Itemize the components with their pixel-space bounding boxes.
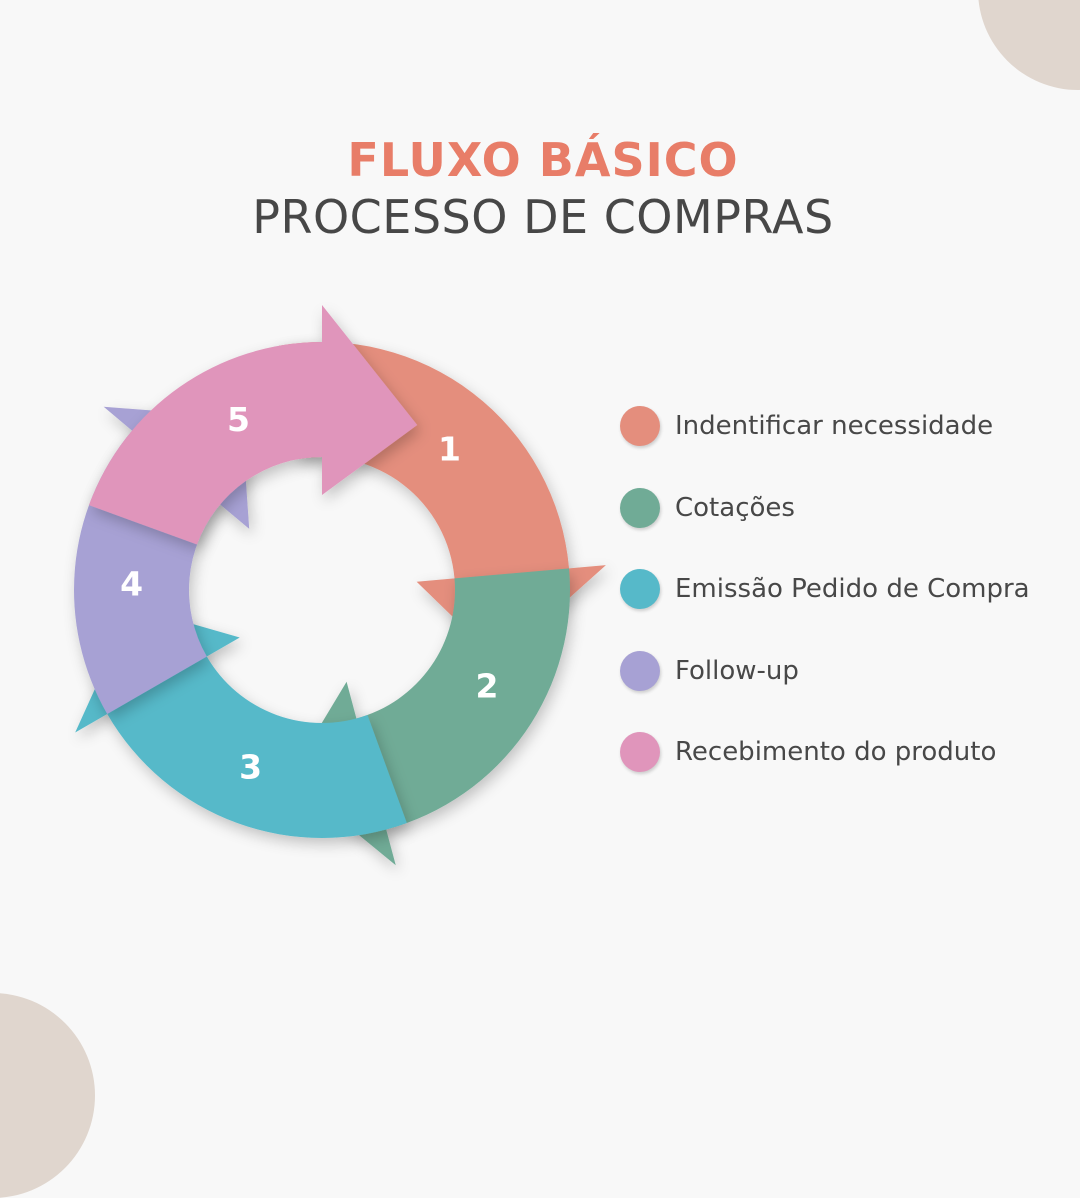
legend-item-4: Follow-up (620, 650, 1030, 691)
legend: Indentificar necessidade Cotações Emissã… (620, 406, 1030, 814)
cycle-arrow-5 (88, 305, 418, 545)
legend-item-5: Recebimento do produto (620, 732, 1030, 772)
legend-label: Emissão Pedido de Compra (675, 574, 1030, 604)
legend-dot-4 (620, 650, 660, 691)
legend-label: Recebimento do produto (675, 737, 997, 767)
step-number-3: 3 (239, 748, 262, 787)
step-number-1: 1 (438, 429, 461, 468)
legend-item-2: Cotações (620, 487, 1030, 528)
legend-label: Cotações (675, 492, 795, 523)
legend-dot-5 (620, 732, 660, 772)
legend-label: Indentificar necessidade (675, 411, 994, 441)
step-number-4: 4 (120, 564, 143, 603)
legend-label: Follow-up (675, 655, 799, 686)
legend-item-3: Emissão Pedido de Compra (620, 569, 1030, 609)
cycle-diagram: 1 2 3 4 5 (74, 305, 606, 866)
legend-dot-2 (620, 487, 660, 528)
page-subtitle: PROCESSO DE COMPRAS (252, 190, 834, 244)
legend-dot-3 (620, 569, 660, 609)
legend-dot-1 (620, 406, 660, 446)
page-title: FLUXO BÁSICO (347, 133, 739, 187)
step-number-2: 2 (475, 666, 498, 705)
step-number-5: 5 (227, 400, 250, 439)
legend-item-1: Indentificar necessidade (620, 406, 1030, 446)
